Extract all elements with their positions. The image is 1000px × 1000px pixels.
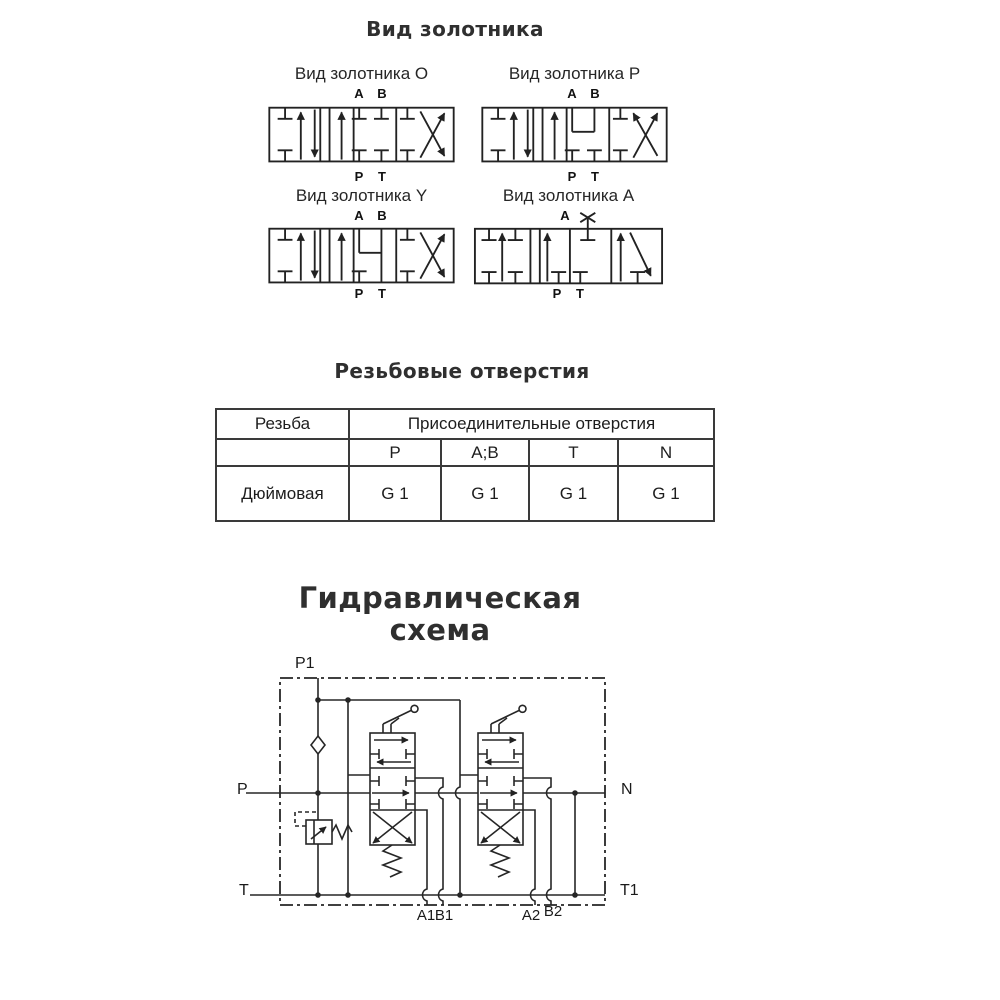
valve-section — [369, 704, 444, 905]
thread-table-value-ab: G 1 — [440, 465, 530, 522]
spool-p-title: Вид золотника P — [508, 64, 641, 83]
spool-p-label-b: B — [590, 86, 600, 101]
spool-a-label-t: T — [576, 286, 584, 301]
thread-table-header-p: P — [348, 438, 442, 467]
check-valve-icon — [309, 734, 327, 756]
spool-y-title: Вид золотника Y — [295, 186, 428, 205]
port-label-t1: T1 — [620, 882, 639, 899]
spool-section-title: Вид золотника — [366, 17, 544, 41]
port-label-a1: A1 — [416, 907, 436, 924]
spool-y-label-p: P — [354, 286, 364, 301]
table-row: Дюймовая G 1 G 1 G 1 G 1 — [215, 465, 715, 522]
schematic-title-line1: Гидравлическая — [298, 581, 582, 615]
thread-table-header-n: N — [617, 438, 715, 467]
spool-o-title: Вид золотника O — [294, 64, 429, 83]
thread-table-value-n: G 1 — [617, 465, 715, 522]
spool-o-label-a: A — [354, 86, 364, 101]
thread-table-value-t: G 1 — [528, 465, 619, 522]
thread-table-value-p: G 1 — [348, 465, 442, 522]
port-label-b2: B2 — [543, 903, 563, 920]
spool-y-label-b: B — [377, 208, 387, 223]
thread-table-col1-header: Резьба — [215, 408, 350, 440]
schematic-section-title: Гидравлическая схема — [230, 581, 650, 647]
spool-diagram-o — [268, 106, 455, 163]
spool-diagram-a — [473, 212, 664, 285]
spool-p-label-p: P — [567, 169, 577, 184]
spool-a-label-a: A — [560, 208, 570, 223]
thread-section-title: Резьбовые отверстия — [334, 359, 590, 383]
spool-p-label-t: T — [591, 169, 599, 184]
spool-y-label-t: T — [378, 286, 386, 301]
plugged-port-icon — [579, 212, 596, 242]
relief-valve-icon — [294, 811, 353, 845]
lever-icon — [382, 704, 419, 733]
port-label-a2: A2 — [521, 907, 541, 924]
spring-icon — [380, 844, 404, 878]
thread-table-group-header: Присоединительные отверстия — [348, 408, 715, 440]
port-label-p1: P1 — [295, 655, 315, 672]
spool-a-label-p: P — [552, 286, 562, 301]
junction-dots — [315, 697, 578, 898]
port-label-p: P — [237, 781, 248, 798]
spool-o-label-t: T — [378, 169, 386, 184]
valve-section-2 — [478, 705, 551, 905]
spool-a-title: Вид золотника A — [502, 186, 635, 205]
schematic-title-line2: схема — [389, 612, 491, 647]
spool-diagram-p — [481, 106, 668, 163]
hydraulic-schematic — [246, 677, 606, 906]
spool-diagram-y — [268, 227, 455, 284]
thread-table-header-ab: A;B — [440, 438, 530, 467]
port-label-t: T — [239, 882, 249, 899]
port-label-n: N — [621, 781, 633, 798]
spool-y-label-a: A — [354, 208, 364, 223]
thread-table: Резьба Присоединительные отверстия P A;B… — [215, 408, 715, 522]
thread-table-header-t: T — [528, 438, 619, 467]
thread-table-row-name: Дюймовая — [215, 465, 350, 522]
spool-o-label-p: P — [354, 169, 364, 184]
spool-p-label-a: A — [567, 86, 577, 101]
thread-table-empty-cell — [215, 438, 350, 467]
spool-o-label-b: B — [377, 86, 387, 101]
port-label-b1: B1 — [434, 907, 454, 924]
